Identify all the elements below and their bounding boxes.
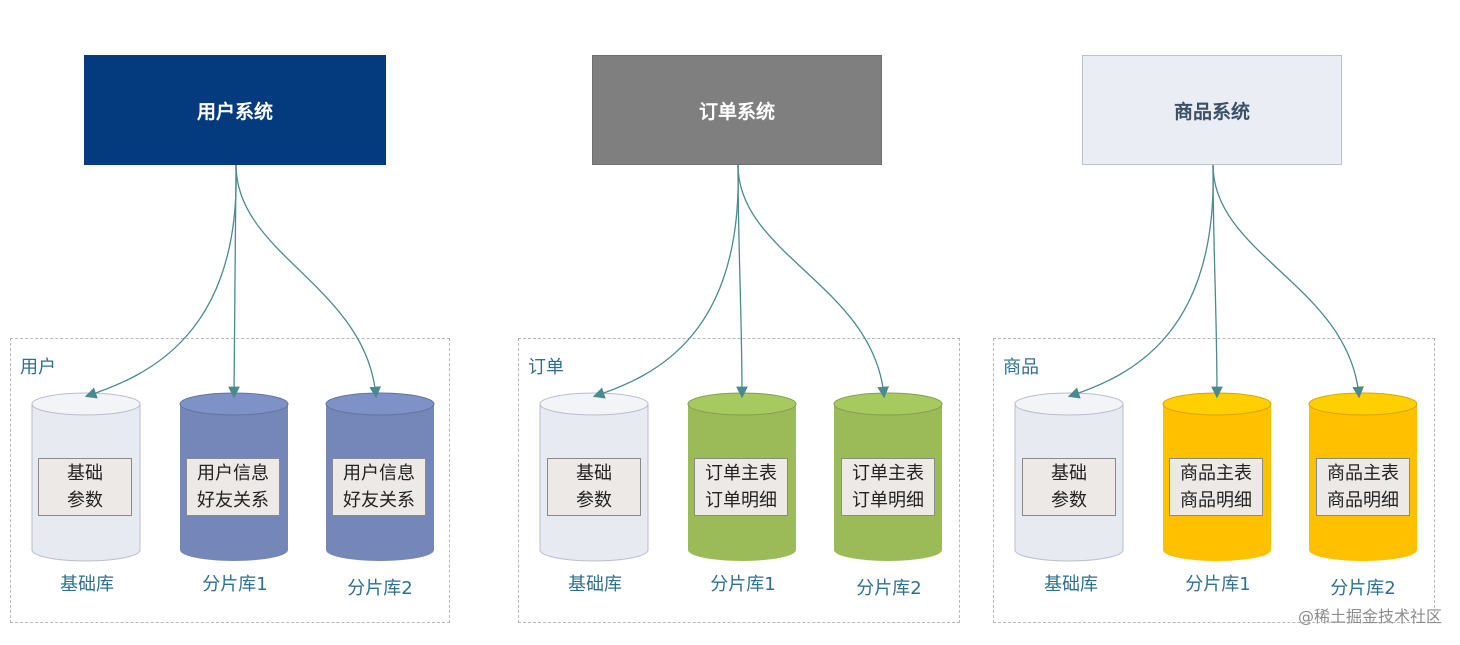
group-label: 订单	[528, 357, 564, 378]
connector-arrow	[1212, 164, 1364, 399]
db-caption: 分片库1	[202, 574, 268, 595]
db-label-box: 商品主表 商品明细	[1316, 458, 1410, 516]
system-box-user: 用户系统	[84, 55, 386, 165]
db-caption: 分片库2	[1330, 578, 1396, 599]
db-label-line2: 订单明细	[705, 490, 777, 511]
db-label-line2: 参数	[576, 490, 612, 511]
db-caption: 分片库1	[1185, 574, 1251, 595]
cylinder-top	[833, 392, 943, 416]
db-label-line1: 基础	[67, 463, 103, 484]
db-caption: 分片库1	[710, 574, 776, 595]
db-label-box: 基础 参数	[547, 458, 641, 516]
db-label-line1: 基础	[1051, 463, 1087, 484]
db-label-line2: 好友关系	[343, 490, 415, 511]
group-label: 用户	[20, 357, 56, 378]
group-label: 商品	[1003, 357, 1039, 378]
db-label-line2: 商品明细	[1180, 490, 1252, 511]
cylinder-top	[687, 392, 797, 416]
cylinder-top	[1162, 392, 1272, 416]
connector-arrow	[1067, 164, 1214, 399]
system-box-product: 商品系统	[1082, 55, 1342, 165]
connector-arrow	[592, 164, 739, 399]
db-caption: 分片库2	[347, 578, 413, 599]
db-label-box: 用户信息 好友关系	[332, 458, 426, 516]
cylinder-top	[179, 392, 289, 416]
cylinder-top	[31, 392, 141, 416]
system-title: 商品系统	[1173, 100, 1250, 123]
connector-arrow	[84, 164, 237, 399]
system-box-order: 订单系统	[592, 55, 882, 165]
cylinder-top	[539, 392, 649, 416]
group-user: 用户	[10, 338, 450, 623]
db-label-line2: 参数	[1051, 490, 1087, 511]
connector-arrow	[737, 164, 889, 399]
db-label-line2: 商品明细	[1327, 490, 1399, 511]
group-product: 商品	[993, 338, 1435, 623]
db-label-line2: 订单明细	[852, 490, 924, 511]
db-label-line2: 好友关系	[197, 490, 269, 511]
db-caption: 基础库	[1044, 574, 1098, 595]
db-label-line1: 订单主表	[852, 463, 924, 484]
watermark: @稀土掘金技术社区	[1297, 607, 1442, 626]
db-label-box: 用户信息 好友关系	[186, 458, 280, 516]
db-label-box: 订单主表 订单明细	[694, 458, 788, 516]
connector-arrow	[235, 164, 381, 399]
db-label-box: 基础 参数	[1022, 458, 1116, 516]
cylinder-top	[1014, 392, 1124, 416]
system-title: 用户系统	[196, 100, 273, 123]
group-order: 订单	[518, 338, 960, 623]
connector-arrow	[1211, 164, 1223, 399]
connector-arrow	[228, 164, 240, 399]
db-caption: 分片库2	[856, 578, 922, 599]
connector-arrow	[736, 164, 748, 399]
db-label-box: 订单主表 订单明细	[841, 458, 935, 516]
db-caption: 基础库	[60, 574, 114, 595]
db-label-box: 基础 参数	[38, 458, 132, 516]
db-label-box: 商品主表 商品明细	[1169, 458, 1263, 516]
db-label-line1: 基础	[576, 463, 612, 484]
db-label-line1: 订单主表	[705, 463, 777, 484]
db-label-line1: 用户信息	[343, 463, 415, 484]
cylinder-top	[1308, 392, 1418, 416]
db-label-line2: 参数	[67, 490, 103, 511]
db-label-line1: 商品主表	[1180, 463, 1252, 484]
system-title: 订单系统	[698, 100, 775, 123]
cylinder-top	[325, 392, 435, 416]
db-label-line1: 商品主表	[1327, 463, 1399, 484]
db-label-line1: 用户信息	[197, 463, 269, 484]
db-caption: 基础库	[568, 574, 622, 595]
